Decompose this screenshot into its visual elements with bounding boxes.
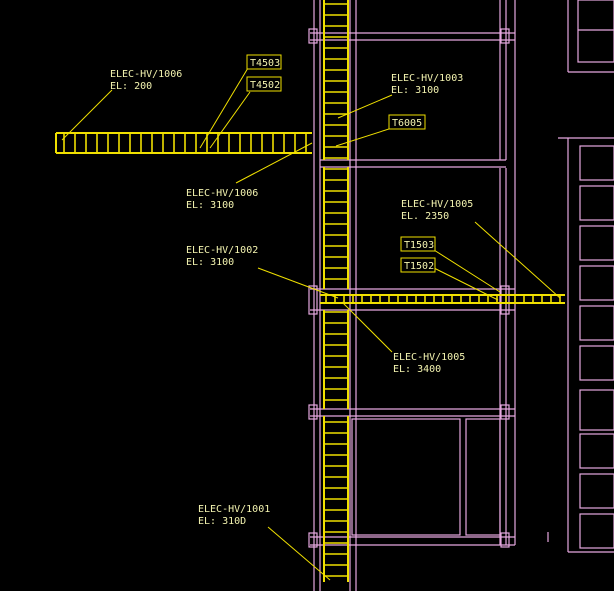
label-id: ELEC-HV/1003: [391, 73, 463, 84]
vertical-cable-tray: [323, 0, 349, 582]
tag-text: T4502: [250, 80, 280, 91]
label-id: ELEC-HV/1005: [393, 352, 465, 363]
building-walls: [308, 0, 614, 591]
label-id: ELEC-HV/1001: [198, 504, 270, 515]
tag-text: T6005: [392, 118, 422, 129]
tag-text: T1502: [404, 261, 434, 272]
label-id: ELEC-HV/1002: [186, 245, 258, 256]
label-elec-hv-1001: ELEC-HV/1001 EL: 310D: [198, 504, 270, 527]
label-elevation: EL: 3100: [391, 85, 439, 96]
label-elevation: EL: 200: [110, 81, 152, 92]
tag-t1502: T1502: [400, 257, 436, 273]
label-elevation: EL: 310D: [198, 516, 246, 527]
label-elevation: EL: 3100: [186, 257, 234, 268]
tag-t4502: T4502: [246, 76, 282, 92]
tag-t1503: T1503: [400, 236, 436, 252]
label-elevation: EL: 3100: [186, 200, 234, 211]
horizontal-cable-tray-upper: [55, 132, 312, 154]
label-elec-hv-1005-bottom: ELEC-HV/1005 EL: 3400: [393, 352, 465, 375]
label-id: ELEC-HV/1006: [186, 188, 258, 199]
leader-lines: [61, 67, 561, 581]
label-elec-hv-1005-top: ELEC-HV/1005 EL. 2350: [401, 199, 473, 222]
label-elevation: EL: 3400: [393, 364, 441, 375]
label-elevation: EL. 2350: [401, 211, 449, 222]
label-elec-hv-1002: ELEC-HV/1002 EL: 3100: [186, 245, 258, 268]
label-elec-hv-1003: ELEC-HV/1003 EL: 3100: [391, 73, 463, 96]
label-id: ELEC-HV/1006: [110, 69, 182, 80]
tag-text: T1503: [404, 240, 434, 251]
label-id: ELEC-HV/1005: [401, 199, 473, 210]
label-elec-hv-1006-top: ELEC-HV/1006 EL: 200: [110, 69, 182, 92]
tag-t6005: T6005: [388, 114, 426, 130]
label-elec-hv-1006-mid: ELEC-HV/1006 EL: 3100: [186, 188, 258, 211]
tag-t4503: T4503: [246, 54, 282, 70]
horizontal-cable-tray-lower: [320, 294, 565, 304]
tag-text: T4503: [250, 58, 280, 69]
